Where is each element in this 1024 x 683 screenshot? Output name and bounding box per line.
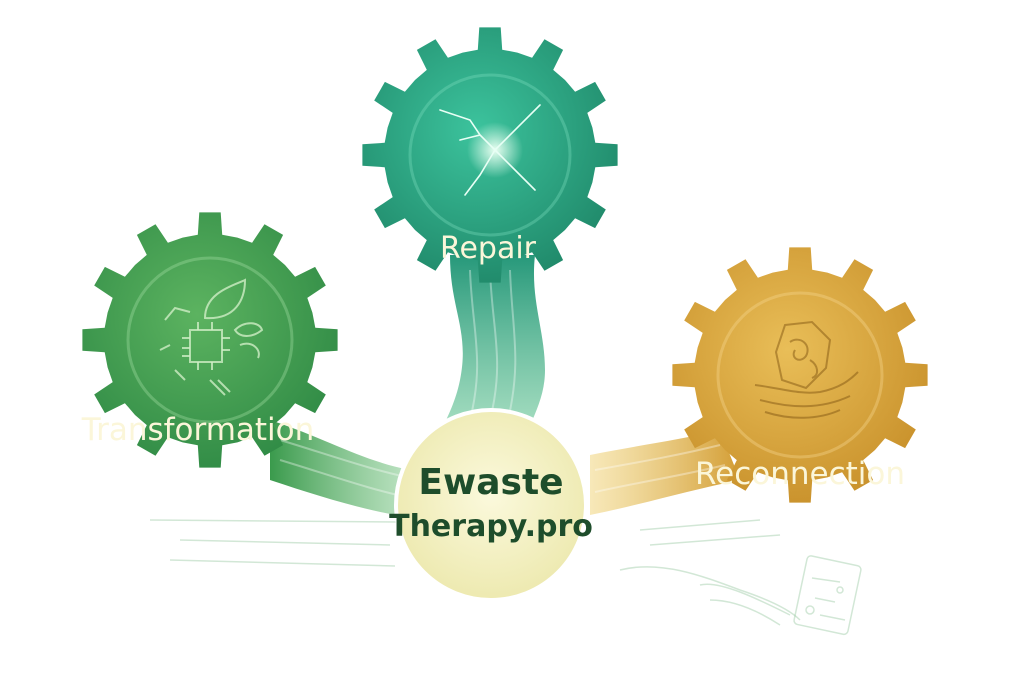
repair-gear: Repair bbox=[362, 27, 618, 283]
center-title-line2: Therapy.pro bbox=[389, 509, 593, 544]
reconnection-label: Reconnection bbox=[695, 456, 905, 492]
center-title-line1: Ewaste bbox=[418, 462, 563, 503]
cracked-screen-icon bbox=[439, 104, 541, 196]
transformation-gear: Transformation bbox=[81, 212, 338, 468]
reconnection-gear: Reconnection bbox=[672, 247, 928, 503]
repair-label: Repair bbox=[440, 231, 537, 266]
hand-holding-gem-icon bbox=[754, 320, 859, 419]
circuit-leaf-icon bbox=[159, 278, 264, 396]
reconnection-ribbon bbox=[590, 430, 740, 515]
decorative-sketch bbox=[149, 519, 862, 636]
transformation-label: Transformation bbox=[81, 412, 315, 448]
center-hub: Ewaste Therapy.pro bbox=[389, 408, 593, 602]
